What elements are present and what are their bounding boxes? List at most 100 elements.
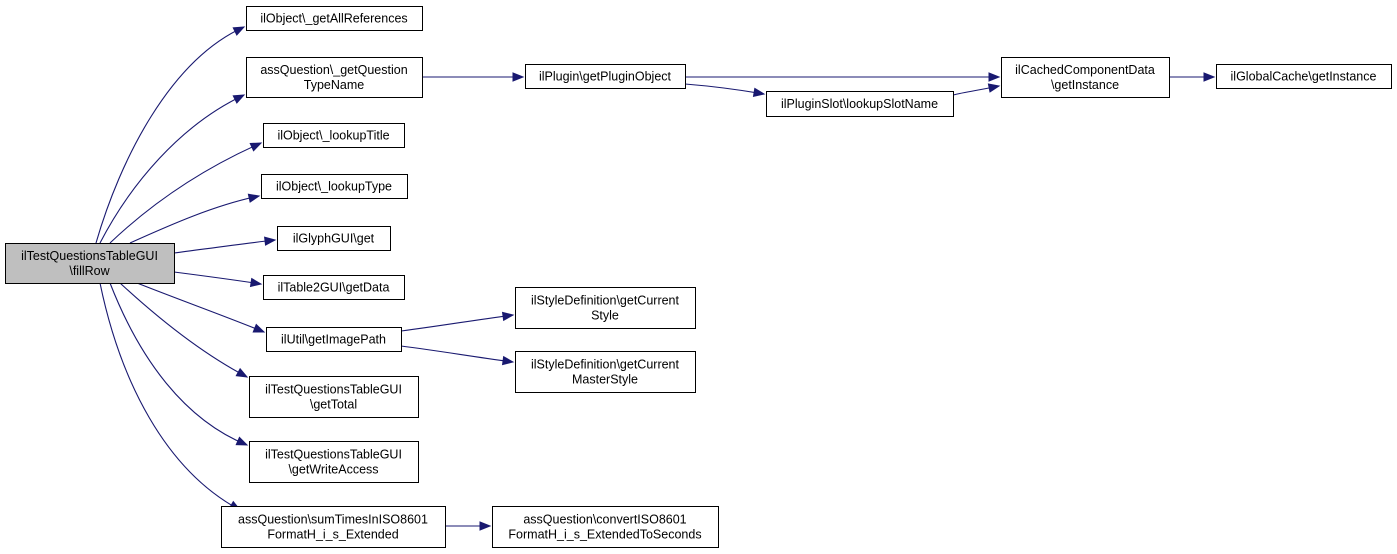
- edge-line: [99, 94, 245, 244]
- node-label-line: FormatH_i_s_Extended: [267, 528, 398, 542]
- edge-line: [173, 271, 262, 285]
- edge-root-to-n_qtypename: [99, 94, 246, 244]
- edge-n_lookupslot-to-n_cached: [952, 83, 1001, 96]
- node-box: [263, 275, 405, 300]
- node-label-line: ilTestQuestionsTableGUI: [265, 448, 402, 462]
- node-label-line: \fillRow: [69, 264, 110, 278]
- edge-n_sumtimes-to-n_convert: [445, 521, 492, 531]
- edge-root-to-n_glyph: [173, 236, 277, 254]
- edge-root-to-n_lookuptitle: [109, 142, 263, 244]
- edge-arrowhead: [235, 367, 249, 378]
- edges-layer: [95, 26, 1216, 531]
- edge-arrowhead: [232, 26, 246, 36]
- node-box: [263, 123, 405, 148]
- edge-n_cached-to-n_globalcache: [1168, 72, 1216, 82]
- edge-arrowhead: [987, 83, 1001, 93]
- edge-n_imagepath-to-n_curmaster: [400, 345, 515, 366]
- node-label-line: \getTotal: [310, 398, 357, 412]
- node-n-imagepath[interactable]: ilUtil\getImagePath: [266, 327, 402, 352]
- edge-arrowhead: [501, 311, 515, 322]
- node-box: [246, 57, 423, 98]
- edge-n_pluginobj-to-n_cached: [685, 72, 1001, 82]
- edge-arrowhead: [479, 521, 492, 531]
- node-label-line: ilStyleDefinition\getCurrent: [531, 358, 680, 372]
- edge-line: [400, 314, 514, 332]
- edge-root-to-n_lookuptype: [129, 193, 261, 244]
- edge-arrowhead: [232, 94, 246, 104]
- node-box: [766, 91, 954, 117]
- node-box: [249, 441, 419, 483]
- edge-line: [95, 26, 245, 244]
- edge-arrowhead: [1203, 72, 1216, 82]
- node-label-line: assQuestion\convertISO8601: [523, 513, 686, 527]
- edge-root-to-n_allrefs: [95, 26, 246, 244]
- edge-line: [119, 282, 248, 378]
- node-n-lookuptype[interactable]: ilObject\_lookupType: [261, 174, 408, 199]
- node-box: [221, 506, 446, 548]
- edge-arrowhead: [501, 355, 515, 366]
- node-n-pluginobj[interactable]: ilPlugin\getPluginObject: [525, 64, 686, 89]
- node-label-line: ilUtil\getImagePath: [281, 333, 386, 347]
- edge-arrowhead: [988, 72, 1001, 82]
- node-box: [5, 243, 175, 284]
- node-box: [246, 6, 423, 31]
- edge-line: [684, 83, 765, 95]
- edge-root-to-n_sumtimes: [99, 282, 242, 511]
- edge-arrowhead: [512, 72, 525, 82]
- node-label-line: ilPlugin\getPluginObject: [539, 70, 672, 84]
- node-root[interactable]: ilTestQuestionsTableGUI\fillRow: [5, 243, 175, 284]
- edge-arrowhead: [252, 323, 266, 333]
- edge-arrowhead: [235, 436, 249, 446]
- node-box: [266, 327, 402, 352]
- edge-line: [129, 195, 260, 244]
- edge-root-to-n_imagepath: [136, 282, 266, 333]
- edge-arrowhead: [247, 193, 261, 203]
- node-label-line: ilTestQuestionsTableGUI: [21, 249, 158, 263]
- edge-arrowhead: [264, 236, 277, 246]
- edge-n_imagepath-to-n_curstyle: [400, 311, 515, 332]
- edge-n_qtypename-to-n_pluginobj: [421, 72, 525, 82]
- node-label-line: FormatH_i_s_ExtendedToSeconds: [508, 528, 701, 542]
- node-n-gettotal[interactable]: ilTestQuestionsTableGUI\getTotal: [249, 376, 419, 418]
- node-label-line: ilGlobalCache\getInstance: [1231, 70, 1377, 84]
- node-n-sumtimes[interactable]: assQuestion\sumTimesInISO8601FormatH_i_s…: [221, 506, 446, 548]
- node-n-glyph[interactable]: ilGlyphGUI\get: [277, 226, 391, 251]
- node-label-line: ilObject\_getAllReferences: [260, 12, 407, 26]
- node-label-line: ilTable2GUI\getData: [278, 281, 390, 295]
- node-n-globalcache[interactable]: ilGlobalCache\getInstance: [1216, 64, 1392, 89]
- edge-arrowhead: [249, 142, 263, 152]
- edge-line: [109, 282, 248, 446]
- node-n-cached[interactable]: ilCachedComponentData\getInstance: [1001, 57, 1170, 98]
- edge-line: [400, 345, 514, 363]
- node-label-line: ilObject\_lookupTitle: [277, 129, 389, 143]
- node-n-allrefs[interactable]: ilObject\_getAllReferences: [246, 6, 423, 31]
- node-n-lookuptitle[interactable]: ilObject\_lookupTitle: [263, 123, 405, 148]
- edge-root-to-n_gettotal: [119, 282, 249, 378]
- node-label-line: assQuestion\_getQuestion: [260, 63, 407, 77]
- node-box: [492, 506, 719, 548]
- edge-line: [99, 282, 241, 511]
- node-n-convert[interactable]: assQuestion\convertISO8601FormatH_i_s_Ex…: [492, 506, 719, 548]
- edge-line: [136, 282, 265, 333]
- node-n-lookupslot[interactable]: ilPluginSlot\lookupSlotName: [766, 91, 954, 117]
- edge-line: [109, 142, 262, 244]
- edge-n_pluginobj-to-n_lookupslot: [684, 83, 766, 97]
- node-label-line: Style: [591, 309, 619, 323]
- node-box: [525, 64, 686, 89]
- edge-root-to-n_getdata: [173, 271, 263, 288]
- node-label-line: ilPluginSlot\lookupSlotName: [781, 97, 938, 111]
- node-label-line: ilTestQuestionsTableGUI: [265, 383, 402, 397]
- node-box: [515, 351, 696, 393]
- node-label-line: \getWriteAccess: [288, 463, 378, 477]
- node-label-line: ilStyleDefinition\getCurrent: [531, 294, 680, 308]
- node-n-getdata[interactable]: ilTable2GUI\getData: [263, 275, 405, 300]
- node-box: [1001, 57, 1170, 98]
- node-label-line: MasterStyle: [572, 373, 638, 387]
- node-n-writeaccess[interactable]: ilTestQuestionsTableGUI\getWriteAccess: [249, 441, 419, 483]
- edge-root-to-n_writeaccess: [109, 282, 249, 446]
- node-label-line: \getInstance: [1051, 78, 1119, 92]
